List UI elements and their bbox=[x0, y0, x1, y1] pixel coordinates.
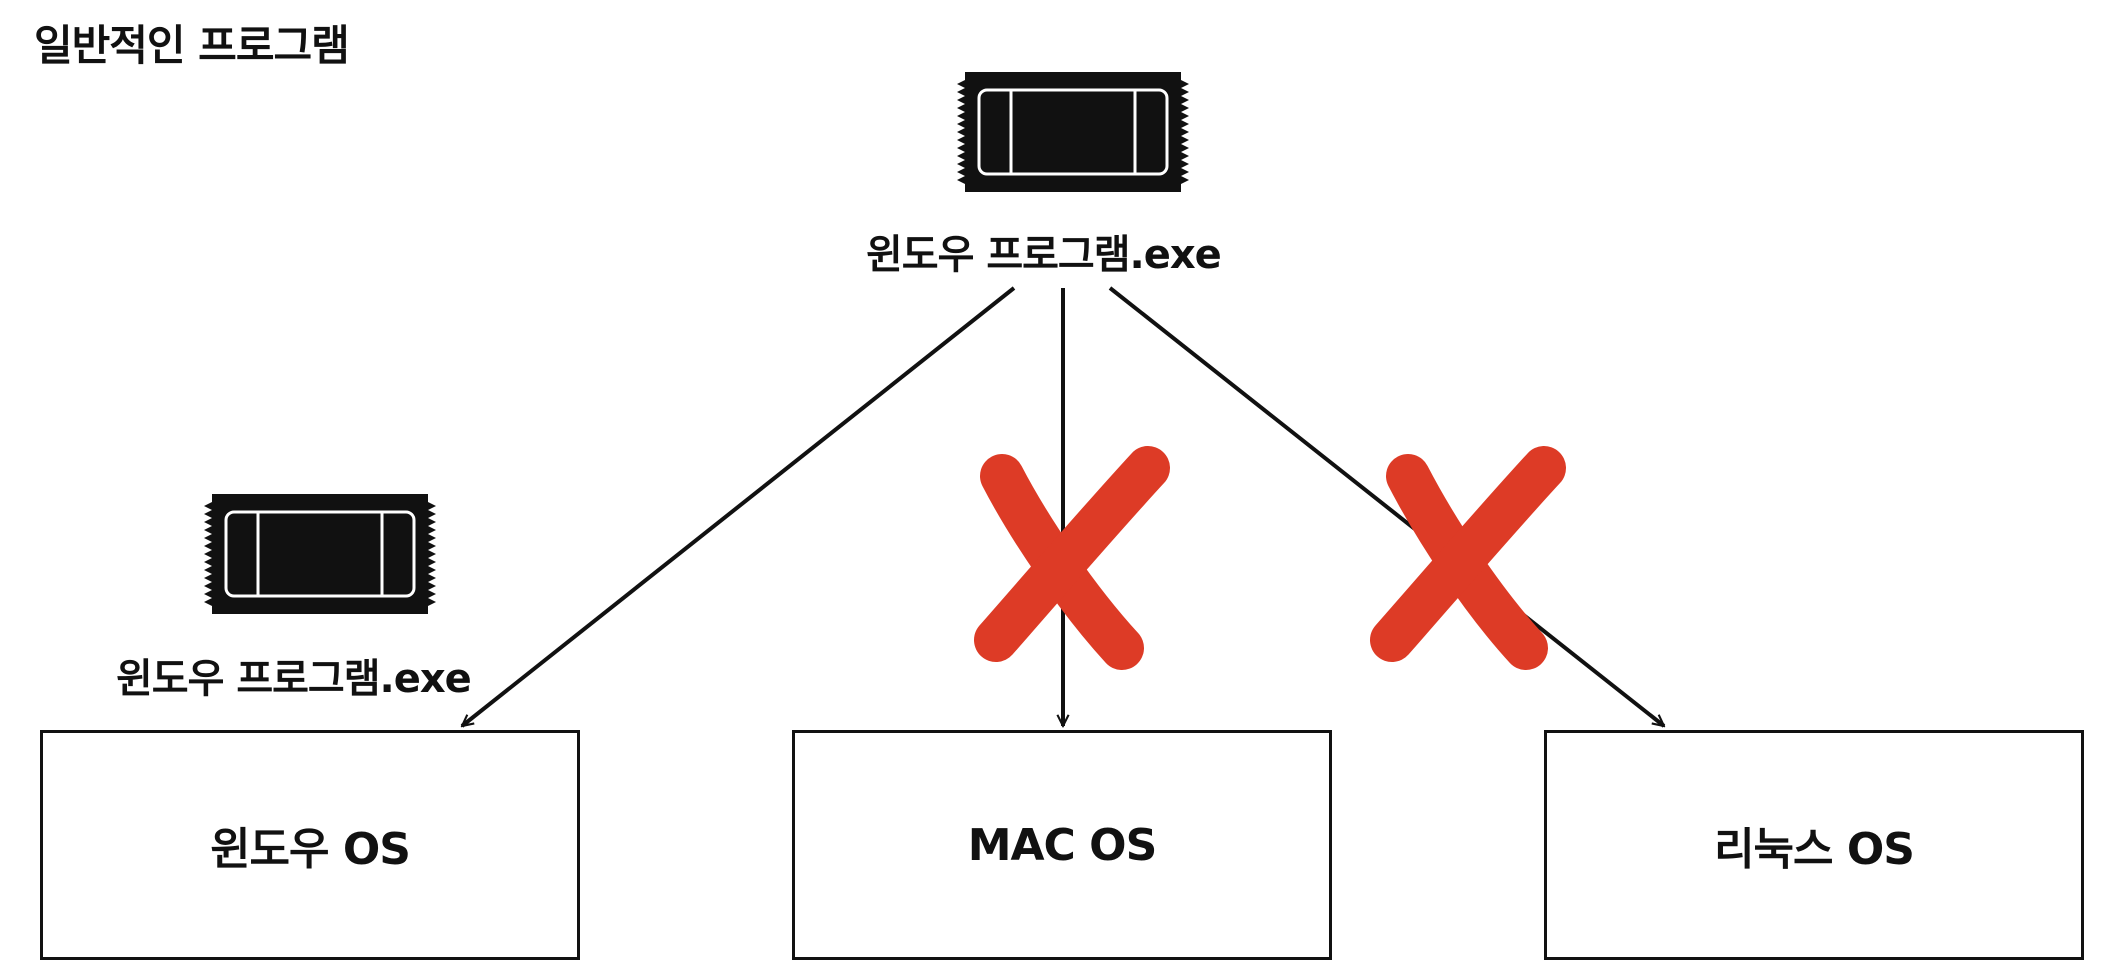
page-title: 일반적인 프로그램 bbox=[34, 21, 350, 70]
arrow-to-linux-os bbox=[1108, 286, 1664, 728]
os-box-mac: MAC OS bbox=[792, 730, 1332, 960]
arrow-to-windows-os bbox=[462, 286, 1016, 728]
program-label-left: 윈도우 프로그램.exe bbox=[116, 656, 472, 702]
os-label-windows: 윈도우 OS bbox=[210, 824, 411, 875]
film-strip-icon bbox=[204, 494, 436, 614]
os-label-mac: MAC OS bbox=[967, 819, 1158, 871]
cross-mark-linux bbox=[1370, 446, 1566, 670]
os-box-windows: 윈도우 OS bbox=[40, 730, 580, 960]
os-box-linux: 리눅스 OS bbox=[1544, 730, 2084, 960]
program-label-top: 윈도우 프로그램.exe bbox=[866, 232, 1222, 278]
cross-mark-mac bbox=[974, 446, 1170, 670]
os-label-linux: 리눅스 OS bbox=[1714, 824, 1915, 875]
film-strip-icon bbox=[957, 72, 1189, 192]
